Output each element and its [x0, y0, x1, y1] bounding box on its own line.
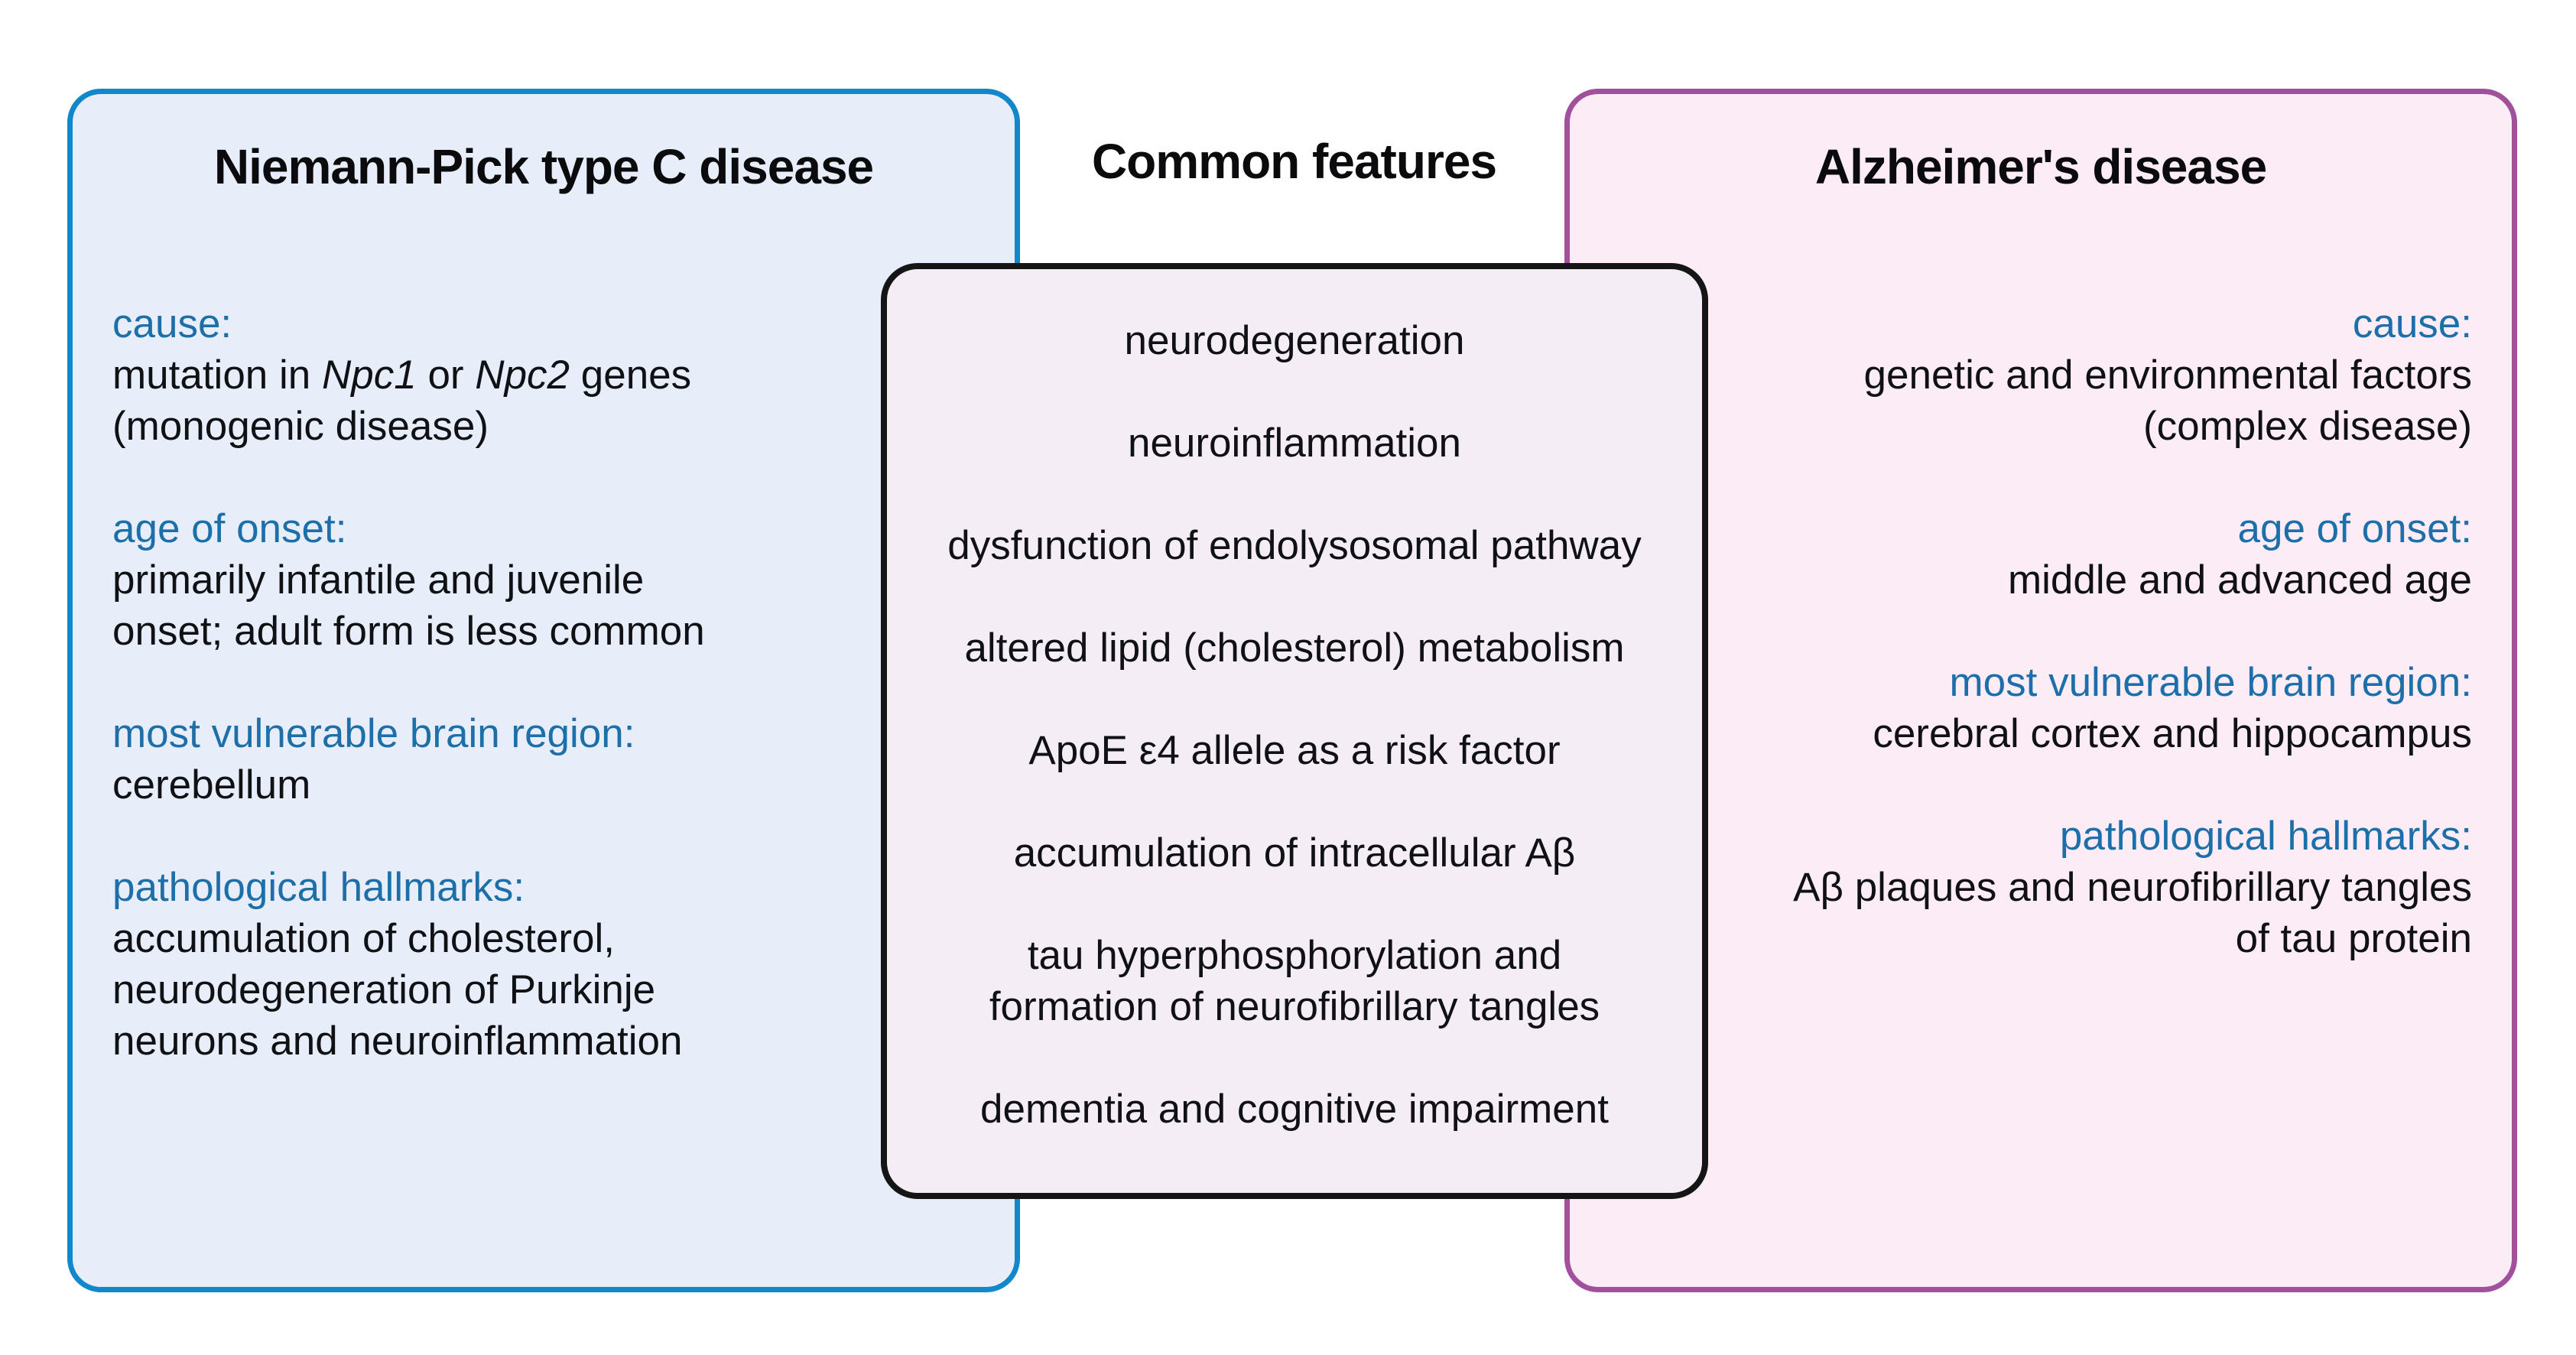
- npc-hallmarks-line-1: accumulation of cholesterol,: [112, 916, 615, 961]
- ad-hallmarks-label: pathological hallmarks:: [2059, 814, 2472, 859]
- feature-line: formation of neurofibrillary tangles: [989, 984, 1600, 1029]
- npc1-gene-name: Npc1: [321, 353, 417, 398]
- common-features-box: neurodegeneration neuroinflammation dysf…: [881, 263, 1708, 1199]
- npc-age-of-onset-line-2: onset; adult form is less common: [112, 609, 705, 654]
- npc-hallmarks-line-2: neurodegeneration of Purkinje: [112, 967, 656, 1012]
- npc-disease-panel: Niemann-Pick type C disease cause: mutat…: [67, 89, 1020, 1292]
- ad-age-of-onset-line-1: middle and advanced age: [2007, 557, 2472, 603]
- feature-line: dysfunction of endolysosomal pathway: [947, 523, 1642, 568]
- npc-brain-region-line-1: cerebellum: [112, 762, 311, 807]
- npc-cause-section: cause: mutation in Npc1 or Npc2 genes (m…: [112, 298, 885, 452]
- npc-cause-line-1: mutation in Npc1 or Npc2 genes: [112, 349, 885, 401]
- npc-panel-content: cause: mutation in Npc1 or Npc2 genes (m…: [112, 298, 885, 1067]
- feature-dementia: dementia and cognitive impairment: [901, 1084, 1688, 1135]
- common-features-title: Common features: [1091, 134, 1497, 189]
- npc-age-of-onset-line-1: primarily infantile and juvenile: [112, 557, 645, 603]
- feature-line: accumulation of intracellular Aβ: [1013, 830, 1576, 876]
- feature-lipid-metabolism: altered lipid (cholesterol) metabolism: [901, 622, 1688, 674]
- ad-hallmarks-section: pathological hallmarks: Aβ plaques and n…: [1669, 811, 2472, 964]
- ad-brain-region-section: most vulnerable brain region: cerebral c…: [1669, 657, 2472, 759]
- ad-age-of-onset-section: age of onset: middle and advanced age: [1669, 503, 2472, 606]
- feature-neuroinflammation: neuroinflammation: [901, 418, 1688, 469]
- feature-line: tau hyperphosphorylation and: [1027, 933, 1562, 978]
- feature-apoe-allele: ApoE ε4 allele as a risk factor: [901, 725, 1688, 776]
- alzheimers-panel-content: cause: genetic and environmental factors…: [1669, 298, 2472, 964]
- npc-brain-region-label: most vulnerable brain region:: [112, 711, 635, 756]
- npc-cause-label: cause:: [112, 301, 232, 346]
- npc-hallmarks-section: pathological hallmarks: accumulation of …: [112, 862, 885, 1067]
- ad-age-of-onset-label: age of onset:: [2237, 506, 2472, 551]
- npc-hallmarks-line-3: neurons and neuroinflammation: [112, 1019, 683, 1064]
- npc2-gene-name: Npc2: [475, 353, 570, 398]
- feature-line: neurodegeneration: [1124, 318, 1465, 363]
- npc-age-of-onset-label: age of onset:: [112, 506, 347, 551]
- ad-hallmarks-line-1: Aβ plaques and neurofibrillary tangles: [1793, 865, 2472, 910]
- npc-brain-region-section: most vulnerable brain region: cerebellum: [112, 708, 885, 811]
- feature-line: neuroinflammation: [1127, 421, 1461, 466]
- npc-cause-line-2: (monogenic disease): [112, 404, 489, 449]
- ad-cause-line-2: (complex disease): [2142, 404, 2472, 449]
- feature-endolysosomal-dysfunction: dysfunction of endolysosomal pathway: [901, 520, 1688, 571]
- ad-brain-region-label: most vulnerable brain region:: [1949, 660, 2473, 705]
- npc-panel-title: Niemann-Pick type C disease: [213, 139, 874, 194]
- npc-cause-text-post: genes: [570, 353, 692, 398]
- feature-neurodegeneration: neurodegeneration: [901, 315, 1688, 366]
- alzheimers-panel-title: Alzheimer's disease: [1814, 139, 2267, 194]
- npc-age-of-onset-section: age of onset: primarily infantile and ju…: [112, 503, 885, 657]
- feature-line: ApoE ε4 allele as a risk factor: [1028, 728, 1561, 773]
- feature-line: dementia and cognitive impairment: [980, 1087, 1609, 1132]
- npc-cause-text-mid: or: [416, 353, 476, 398]
- feature-abeta-accumulation: accumulation of intracellular Aβ: [901, 827, 1688, 879]
- npc-hallmarks-label: pathological hallmarks:: [112, 865, 525, 910]
- npc-cause-text-pre: mutation in: [112, 353, 322, 398]
- ad-brain-region-line-1: cerebral cortex and hippocampus: [1873, 711, 2472, 756]
- ad-cause-label: cause:: [2352, 301, 2472, 346]
- ad-hallmarks-line-2: of tau protein: [2235, 916, 2472, 961]
- alzheimers-disease-panel: Alzheimer's disease cause: genetic and e…: [1564, 89, 2517, 1292]
- ad-cause-line-1: genetic and environmental factors: [1863, 353, 2472, 398]
- ad-cause-section: cause: genetic and environmental factors…: [1669, 298, 2472, 452]
- feature-tau-hyperphosphorylation: tau hyperphosphorylation and formation o…: [901, 930, 1688, 1032]
- feature-line: altered lipid (cholesterol) metabolism: [964, 626, 1625, 671]
